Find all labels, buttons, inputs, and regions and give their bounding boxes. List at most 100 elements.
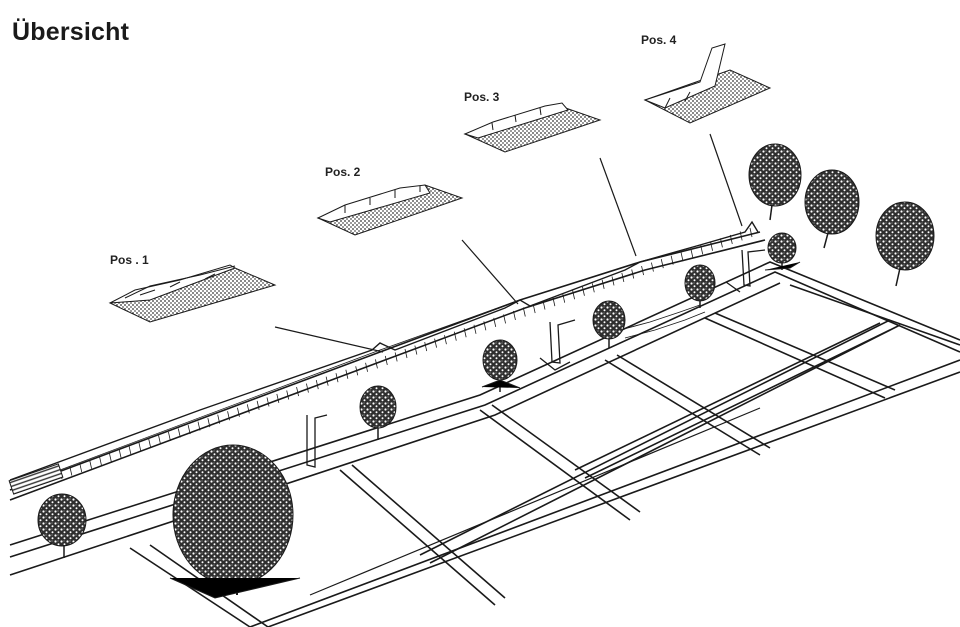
page-title: Übersicht xyxy=(12,18,130,46)
cobble-tick xyxy=(158,435,161,445)
cobble-tick xyxy=(394,352,398,362)
cobble-tick xyxy=(99,456,102,466)
cobble-tick xyxy=(493,317,497,327)
cobble-tick xyxy=(256,400,260,410)
cobble-tick xyxy=(453,331,457,341)
cobble-tick xyxy=(276,393,280,404)
cobble-tick xyxy=(118,449,122,459)
label-pos4: Pos. 4 xyxy=(641,33,677,47)
cobble-tick xyxy=(325,376,329,386)
tree-row-1 xyxy=(359,385,397,440)
cobble-tick xyxy=(680,252,684,262)
cobble-tick xyxy=(473,324,477,334)
cobble-tick xyxy=(582,286,585,296)
cobble-tick xyxy=(79,462,83,473)
cobble-tick xyxy=(148,438,152,448)
cobble-tick xyxy=(335,373,339,383)
tree-row-3 xyxy=(592,300,626,348)
cobble-tick xyxy=(197,421,201,431)
detail-pos1 xyxy=(108,264,277,323)
cobble-tick xyxy=(532,303,536,314)
cobble-tick xyxy=(503,314,506,324)
callout-line-pos3 xyxy=(599,157,637,257)
cobble-tick xyxy=(641,265,644,276)
cobble-tick xyxy=(89,459,92,469)
street-layout xyxy=(9,231,960,627)
cobble-tick xyxy=(296,386,299,397)
cobble-tick xyxy=(345,369,349,379)
cobble-tick xyxy=(670,255,674,265)
label-pos2: Pos. 2 xyxy=(325,165,361,179)
cobble-tick xyxy=(266,397,270,407)
cobble-tick xyxy=(404,348,408,359)
cobble-tick xyxy=(384,355,388,366)
sidewalk-edge xyxy=(9,282,781,576)
cobble-tick xyxy=(483,321,487,331)
cobble-tick xyxy=(572,290,575,300)
cobble-tick xyxy=(424,341,428,352)
cobble-tick xyxy=(246,404,250,414)
tree-large xyxy=(169,444,301,599)
road-edge-outer-2 xyxy=(9,239,766,501)
callout-line-pos1 xyxy=(274,326,384,353)
cobble-tick xyxy=(286,390,290,400)
cobble-tick xyxy=(306,383,309,393)
cobble-tick xyxy=(69,466,73,476)
cobble-tick xyxy=(631,269,635,279)
cobble-tick xyxy=(315,380,319,390)
cobble-tick xyxy=(513,310,516,321)
tree-row-2 xyxy=(481,339,521,392)
cobble-tick xyxy=(710,241,713,251)
callout-line-pos2 xyxy=(461,239,519,305)
cobble-tick xyxy=(414,345,418,355)
label-pos3: Pos. 3 xyxy=(464,90,500,104)
street-furniture xyxy=(306,249,766,468)
cobble-tick xyxy=(138,442,142,452)
tree-back-3 xyxy=(875,201,935,287)
cobble-tick xyxy=(651,262,654,272)
tree-back-1 xyxy=(748,143,802,221)
tree-row-5 xyxy=(764,232,801,271)
cobble-tick xyxy=(237,407,240,417)
cobble-tick xyxy=(601,279,605,289)
striped-marking xyxy=(8,463,64,495)
cobble-tick xyxy=(720,238,723,248)
cobble-tick xyxy=(700,245,704,255)
cobble-tick xyxy=(552,297,556,307)
cobble-tick xyxy=(365,362,368,372)
label-pos1: Pos . 1 xyxy=(110,253,149,267)
cobble-tick xyxy=(463,328,467,338)
callout-lines xyxy=(274,133,743,353)
tree-back-2 xyxy=(804,169,860,249)
detail-pos3 xyxy=(463,102,602,153)
cobble-tick xyxy=(562,293,566,303)
cobble-tick xyxy=(187,424,191,435)
cobble-tick xyxy=(522,307,526,317)
cobble-strip xyxy=(59,227,753,480)
tree-row-4 xyxy=(684,264,716,308)
cobble-tick xyxy=(690,248,694,258)
cobble-tick xyxy=(611,276,615,286)
cobble-tick xyxy=(542,300,546,310)
tree-left xyxy=(37,493,87,558)
cobble-tick xyxy=(168,431,171,442)
cobble-tick xyxy=(444,335,447,345)
cobble-tick xyxy=(355,366,359,376)
cobble-tick xyxy=(591,283,595,293)
callout-line-pos4 xyxy=(709,133,743,227)
cobble-tick xyxy=(108,452,112,462)
curb-profile xyxy=(9,220,759,481)
cobble-tick xyxy=(375,359,378,369)
cobble-tick xyxy=(227,411,230,421)
cobble-tick xyxy=(128,445,132,455)
cobble-tick xyxy=(434,338,437,348)
cobble-tick xyxy=(217,414,221,424)
detail-pos2 xyxy=(316,184,464,236)
cobble-tick xyxy=(660,259,664,269)
trees xyxy=(37,143,935,599)
cobble-tick xyxy=(207,418,211,428)
cobble-tick xyxy=(749,227,753,238)
cobble-tick xyxy=(177,428,181,438)
cobble-tick xyxy=(621,272,625,283)
